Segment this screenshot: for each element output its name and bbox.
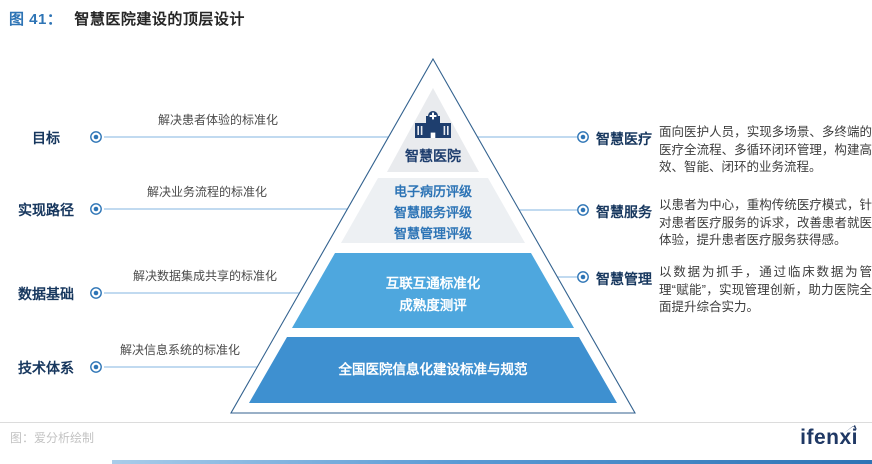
bullet-icon xyxy=(90,287,102,299)
bullet-icon xyxy=(577,204,589,216)
source-note: 图：爱分析绘制 xyxy=(10,431,95,445)
left-item-label-data: 数据基础 xyxy=(18,286,74,302)
left-item-note: 解决信息系统的标准化 xyxy=(119,343,241,357)
pyramid-level-3-shape xyxy=(292,253,574,328)
right-item-desc: 以数据为抓手，通过临床数据为管理“赋能”，实现管理创新，助力医院全面提升综合实力… xyxy=(659,265,872,314)
right-item-desc: 面向医护人员，实现多场景、多终端的医疗全流程、多循环闭环管理，构建高效、智能、闭… xyxy=(659,125,872,174)
left-item-label-path: 实现路径 xyxy=(18,202,74,218)
pyramid-level3-line: 互联互通标准化 xyxy=(385,276,481,291)
pyramid-level3-line: 成熟度测评 xyxy=(399,298,467,313)
left-item-note: 解决患者体验的标准化 xyxy=(157,113,279,127)
left-item-note: 解决数据集成共享的标准化 xyxy=(132,269,278,283)
left-item-note: 解决业务流程的标准化 xyxy=(146,185,268,199)
page-title: 智慧医院建设的顶层设计 xyxy=(74,11,245,28)
pyramid-level-4-shape xyxy=(249,337,617,403)
footer-divider xyxy=(0,422,872,423)
pyramid-level4-line: 全国医院信息化建设标准与规范 xyxy=(338,362,528,377)
bullet-icon xyxy=(577,271,589,283)
pyramid-level2-line: 智慧服务评级 xyxy=(393,205,473,220)
bottom-accent-bar xyxy=(112,460,872,464)
right-item-label-medical: 智慧医疗 xyxy=(596,131,652,147)
right-item-label-service: 智慧服务 xyxy=(596,204,652,220)
right-item-desc: 以患者为中心，重构传统医疗模式，针对患者医疗服务的诉求，改善患者就医体验，提升患… xyxy=(659,198,872,247)
hospital-icon xyxy=(415,111,451,138)
left-item-label-goal: 目标 xyxy=(32,130,60,146)
pyramid-top-label: 智慧医院 xyxy=(405,148,461,164)
bullet-icon xyxy=(90,203,102,215)
pyramid-level2-line: 电子病历评级 xyxy=(393,184,473,199)
left-item-label-tech: 技术体系 xyxy=(18,360,74,376)
logo-arrow-icon xyxy=(844,425,857,433)
bullet-icon xyxy=(577,131,589,143)
pyramid-level2-line: 智慧管理评级 xyxy=(393,226,473,241)
pyramid-level-2-shape xyxy=(341,178,525,243)
figure-title-row: 图 41： 智慧医院建设的顶层设计 xyxy=(9,8,245,29)
bullet-icon xyxy=(90,361,102,373)
ifenxi-logo: ifenxi xyxy=(800,426,858,449)
figure-number: 图 41： xyxy=(9,11,63,28)
right-item-label-management: 智慧管理 xyxy=(596,271,652,287)
bullet-icon xyxy=(90,131,102,143)
